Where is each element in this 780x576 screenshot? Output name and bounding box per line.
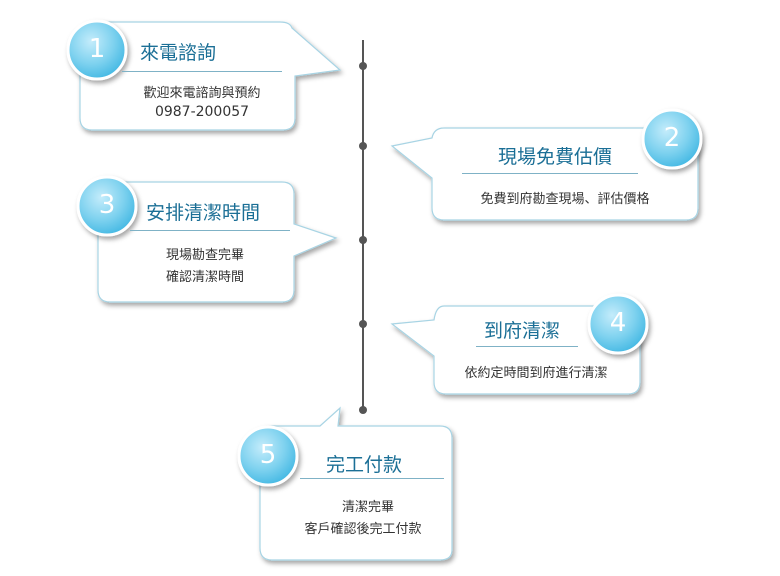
timeline-dot-3 <box>359 236 367 244</box>
step-2-title: 現場免費估價 <box>498 146 613 168</box>
step-1-title: 來電諮詢 <box>140 42 217 64</box>
step-4-line-1: 依約定時間到府進行清潔 <box>464 366 608 381</box>
step-2-number-circle <box>641 108 703 170</box>
step-3-line-1: 現場勘查完畢 <box>165 248 244 263</box>
step-4-number-circle <box>587 293 649 355</box>
timeline-dot-2 <box>359 142 367 150</box>
timeline-dot-5 <box>359 406 367 414</box>
step-3-number: 3 <box>98 190 116 220</box>
step-5-line-1: 清潔完畢 <box>341 500 394 515</box>
step-1-number-circle <box>66 19 128 81</box>
timeline-dot-1 <box>359 62 367 70</box>
step-4-title: 到府清潔 <box>484 320 561 342</box>
step-3-number-circle <box>76 175 138 237</box>
step-5-bubble <box>259 406 453 561</box>
step-3-title: 安排清潔時間 <box>146 202 261 224</box>
step-3-line-2: 確認清潔時間 <box>165 270 244 285</box>
step-2-title-rule <box>462 173 638 174</box>
step-5-number-circle <box>237 425 299 487</box>
step-5-number: 5 <box>259 440 277 470</box>
timeline-dot-4 <box>359 320 367 328</box>
step-1-number: 1 <box>88 34 106 64</box>
step-1-line-2: 0987-200057 <box>154 104 250 120</box>
step-3-title-rule <box>130 230 290 231</box>
step-4-title-rule <box>476 346 578 347</box>
step-2-line-1: 免費到府勘查現場、評估價格 <box>480 192 650 207</box>
step-5-title: 完工付款 <box>326 454 403 476</box>
step-5-title-rule <box>300 478 444 479</box>
step-1-line-1: 歡迎來電諮詢與預約 <box>143 86 261 101</box>
step-5-line-2: 客戶確認後完工付款 <box>304 522 422 537</box>
step-2-number: 2 <box>663 123 681 153</box>
step-4-number: 4 <box>609 308 627 338</box>
step-1-title-rule <box>122 71 282 72</box>
